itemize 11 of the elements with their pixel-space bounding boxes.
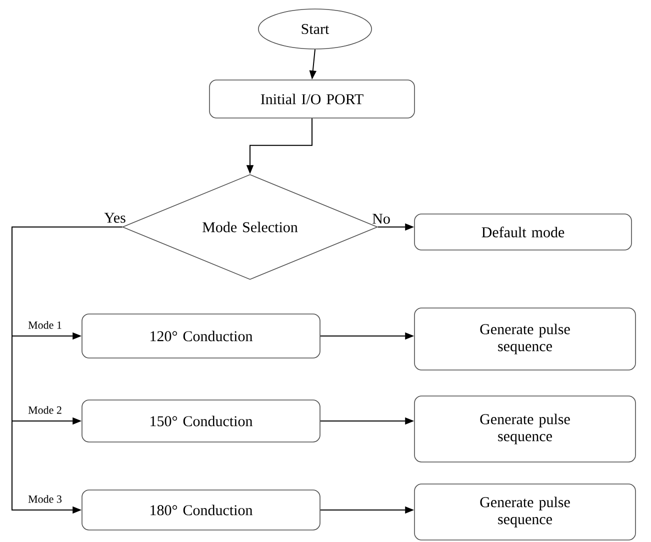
process-box: Generate pulse sequence xyxy=(414,396,636,462)
edge-label: Mode 1 xyxy=(28,321,62,329)
process-box: Generate pulse sequence xyxy=(414,308,636,370)
edge-label: Mode 2 xyxy=(28,406,62,414)
process-box: 150° Conduction xyxy=(82,400,320,442)
process-box: Initial I/O PORT xyxy=(209,80,415,118)
process-box: 180° Conduction xyxy=(82,490,320,530)
process-box: Default mode xyxy=(414,214,632,250)
edge-label: Mode 3 xyxy=(28,495,62,503)
process-box: Generate pulse sequence xyxy=(414,484,636,540)
process-box: 120° Conduction xyxy=(82,314,320,358)
